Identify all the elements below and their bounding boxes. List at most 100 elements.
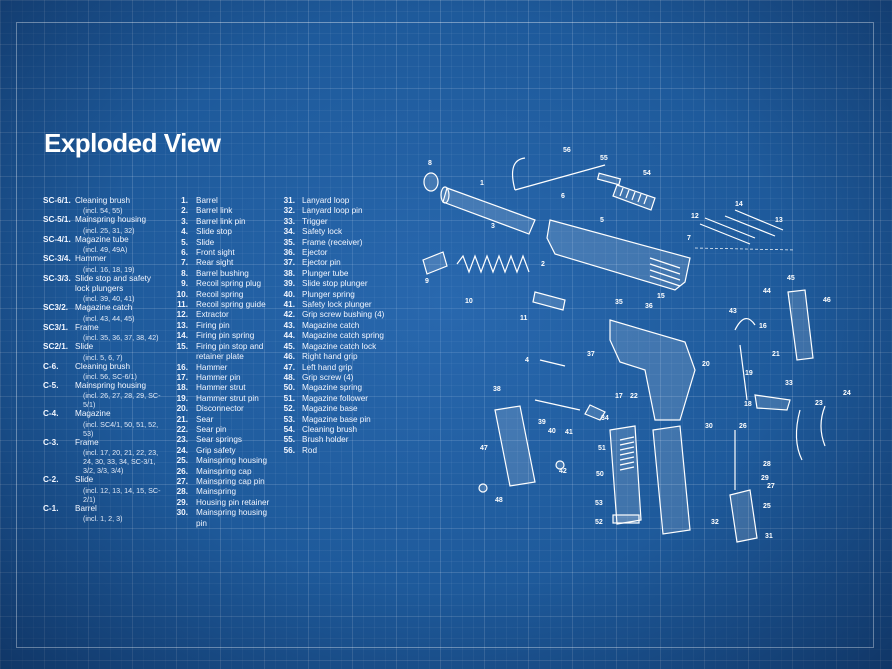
item-number: 7. xyxy=(181,258,188,268)
list-item: 10.Recoil spring xyxy=(166,290,270,300)
list-item: 55.Brush holder xyxy=(275,435,385,445)
part-magazine-follower xyxy=(609,425,642,525)
item-number: 15. xyxy=(176,341,188,351)
callout-number: 11 xyxy=(520,315,528,322)
callout-number: 16 xyxy=(759,323,767,330)
callout-number: 55 xyxy=(600,155,608,162)
callout-number: 34 xyxy=(601,415,609,422)
item-text: Firing pin xyxy=(196,321,270,331)
item-number: 17. xyxy=(176,372,188,382)
item-number: 24. xyxy=(176,445,188,455)
item-name: Frame xyxy=(75,322,99,332)
callout-number: 46 xyxy=(823,297,831,304)
part-frame xyxy=(609,319,696,421)
item-name: Mainspring housing xyxy=(75,381,147,391)
item-text: Frame(incl. 17, 20, 21, 22, 23, 24, 30, … xyxy=(75,438,163,475)
item-name: Firing pin spring xyxy=(196,331,255,341)
list-item: 44.Magazine catch spring xyxy=(275,331,385,341)
item-number: C-5. xyxy=(43,381,59,391)
item-name: Grip screw (4) xyxy=(302,372,354,382)
part-magazine-spring xyxy=(619,436,635,471)
item-name: Mainspring xyxy=(196,487,237,497)
item-text: Trigger xyxy=(302,217,385,227)
part-rod xyxy=(512,157,606,191)
callout-number: 53 xyxy=(595,500,603,507)
list-item: SC3/2.Magazine catch(incl. 43, 44, 45) xyxy=(43,303,163,322)
list-item: 18.Hammer strut xyxy=(166,383,270,393)
callout-number: 8 xyxy=(428,160,432,167)
item-number: 40. xyxy=(283,289,295,299)
item-name: Slide xyxy=(75,342,94,352)
item-name: Magazine catch lock xyxy=(302,341,377,351)
part-magazine-tube xyxy=(652,425,691,535)
list-item: 53.Magazine base pin xyxy=(275,415,385,425)
item-number: 30. xyxy=(176,508,188,518)
list-item: 50.Magazine spring xyxy=(275,383,385,393)
item-text: Slide(incl. 5, 6, 7) xyxy=(75,342,163,361)
list-item: 40. Plunger spring xyxy=(275,290,385,300)
part-cleaning-brush xyxy=(612,184,656,211)
item-name: Magazine spring xyxy=(302,383,363,393)
item-includes: (incl. 5, 6, 7) xyxy=(83,352,123,362)
item-text: Grip screw (4) xyxy=(302,373,385,383)
callout-number: 26 xyxy=(739,423,747,430)
item-number: 35. xyxy=(283,237,295,247)
callout-number: 10 xyxy=(465,298,473,305)
item-number: C-2. xyxy=(43,475,59,485)
callout-number: 24 xyxy=(843,390,851,397)
list-item: 7.Rear sight xyxy=(166,258,270,268)
item-name: Grip safety xyxy=(196,445,236,455)
item-name: Barrel xyxy=(196,196,218,205)
item-name: Recoil spring xyxy=(196,289,244,299)
item-name: Magazine tube xyxy=(75,234,129,244)
item-text: Right hand grip xyxy=(302,352,385,362)
item-number: 5. xyxy=(181,237,188,247)
list-item: SC-4/1.Magazine tube(incl. 49, 49A) xyxy=(43,235,163,254)
item-number: 44. xyxy=(283,331,295,341)
list-item: SC-5/1.Mainspring housing(incl. 25, 31, … xyxy=(43,215,163,234)
item-number: 20. xyxy=(176,404,188,414)
item-name: Safety lock plunger xyxy=(302,300,372,310)
item-number: 9. xyxy=(181,279,188,289)
item-number: 27. xyxy=(176,476,188,486)
item-text: Mainspring housing pin xyxy=(196,508,270,529)
list-item: 31.Lanyard loop xyxy=(275,196,385,206)
item-name: Disconnector xyxy=(196,404,244,414)
part-grip-screw xyxy=(478,483,488,493)
callout-number: 14 xyxy=(735,201,743,208)
part-firing-pin xyxy=(724,209,784,237)
item-text: Magazine catch(incl. 43, 44, 45) xyxy=(75,303,163,322)
page-title: Exploded View xyxy=(44,128,221,158)
part-recoil-spring-plug xyxy=(422,251,448,275)
part-mainspring-housing xyxy=(729,489,758,543)
item-text: Cleaning brush(incl. 56, SC-6/1) xyxy=(75,362,163,381)
item-includes: (incl. 12, 13, 14, 15, SC-2/1) xyxy=(83,485,161,504)
item-number: 34. xyxy=(283,227,295,237)
part-extractor xyxy=(699,217,756,245)
item-number: 11. xyxy=(177,300,188,310)
callout-number: 2 xyxy=(541,261,545,268)
item-text: Disconnector xyxy=(196,404,270,414)
item-name: Hammer xyxy=(75,254,107,264)
item-text: Magazine catch xyxy=(302,321,385,331)
item-text: Recoil spring plug xyxy=(196,279,270,289)
callout-number: 6 xyxy=(561,193,565,200)
callout-number: 51 xyxy=(598,445,606,452)
list-item: 30. Mainspring housing pin xyxy=(166,508,270,529)
item-number: 46. xyxy=(283,352,295,362)
blueprint-frame xyxy=(16,22,874,648)
list-item: 11.Recoil spring guide xyxy=(166,300,270,310)
list-item: 38.Plunger tube xyxy=(275,269,385,279)
list-item: 20. Disconnector xyxy=(166,404,270,414)
item-number: SC-5/1. xyxy=(43,215,71,225)
item-text: Magazine(incl. SC4/1, 50, 51, 52, 53) xyxy=(75,409,163,437)
item-name: Hammer xyxy=(196,362,228,372)
item-text: Plunger spring xyxy=(302,290,385,300)
item-name: Slide stop xyxy=(196,227,232,237)
part-slide-stop xyxy=(539,359,566,367)
list-item: 42.Grip screw bushing (4) xyxy=(275,310,385,320)
item-number: 29. xyxy=(176,497,188,507)
part-safety-lock xyxy=(584,404,606,421)
callout-number: 37 xyxy=(587,351,595,358)
list-item: 3.Barrel link pin xyxy=(166,217,270,227)
